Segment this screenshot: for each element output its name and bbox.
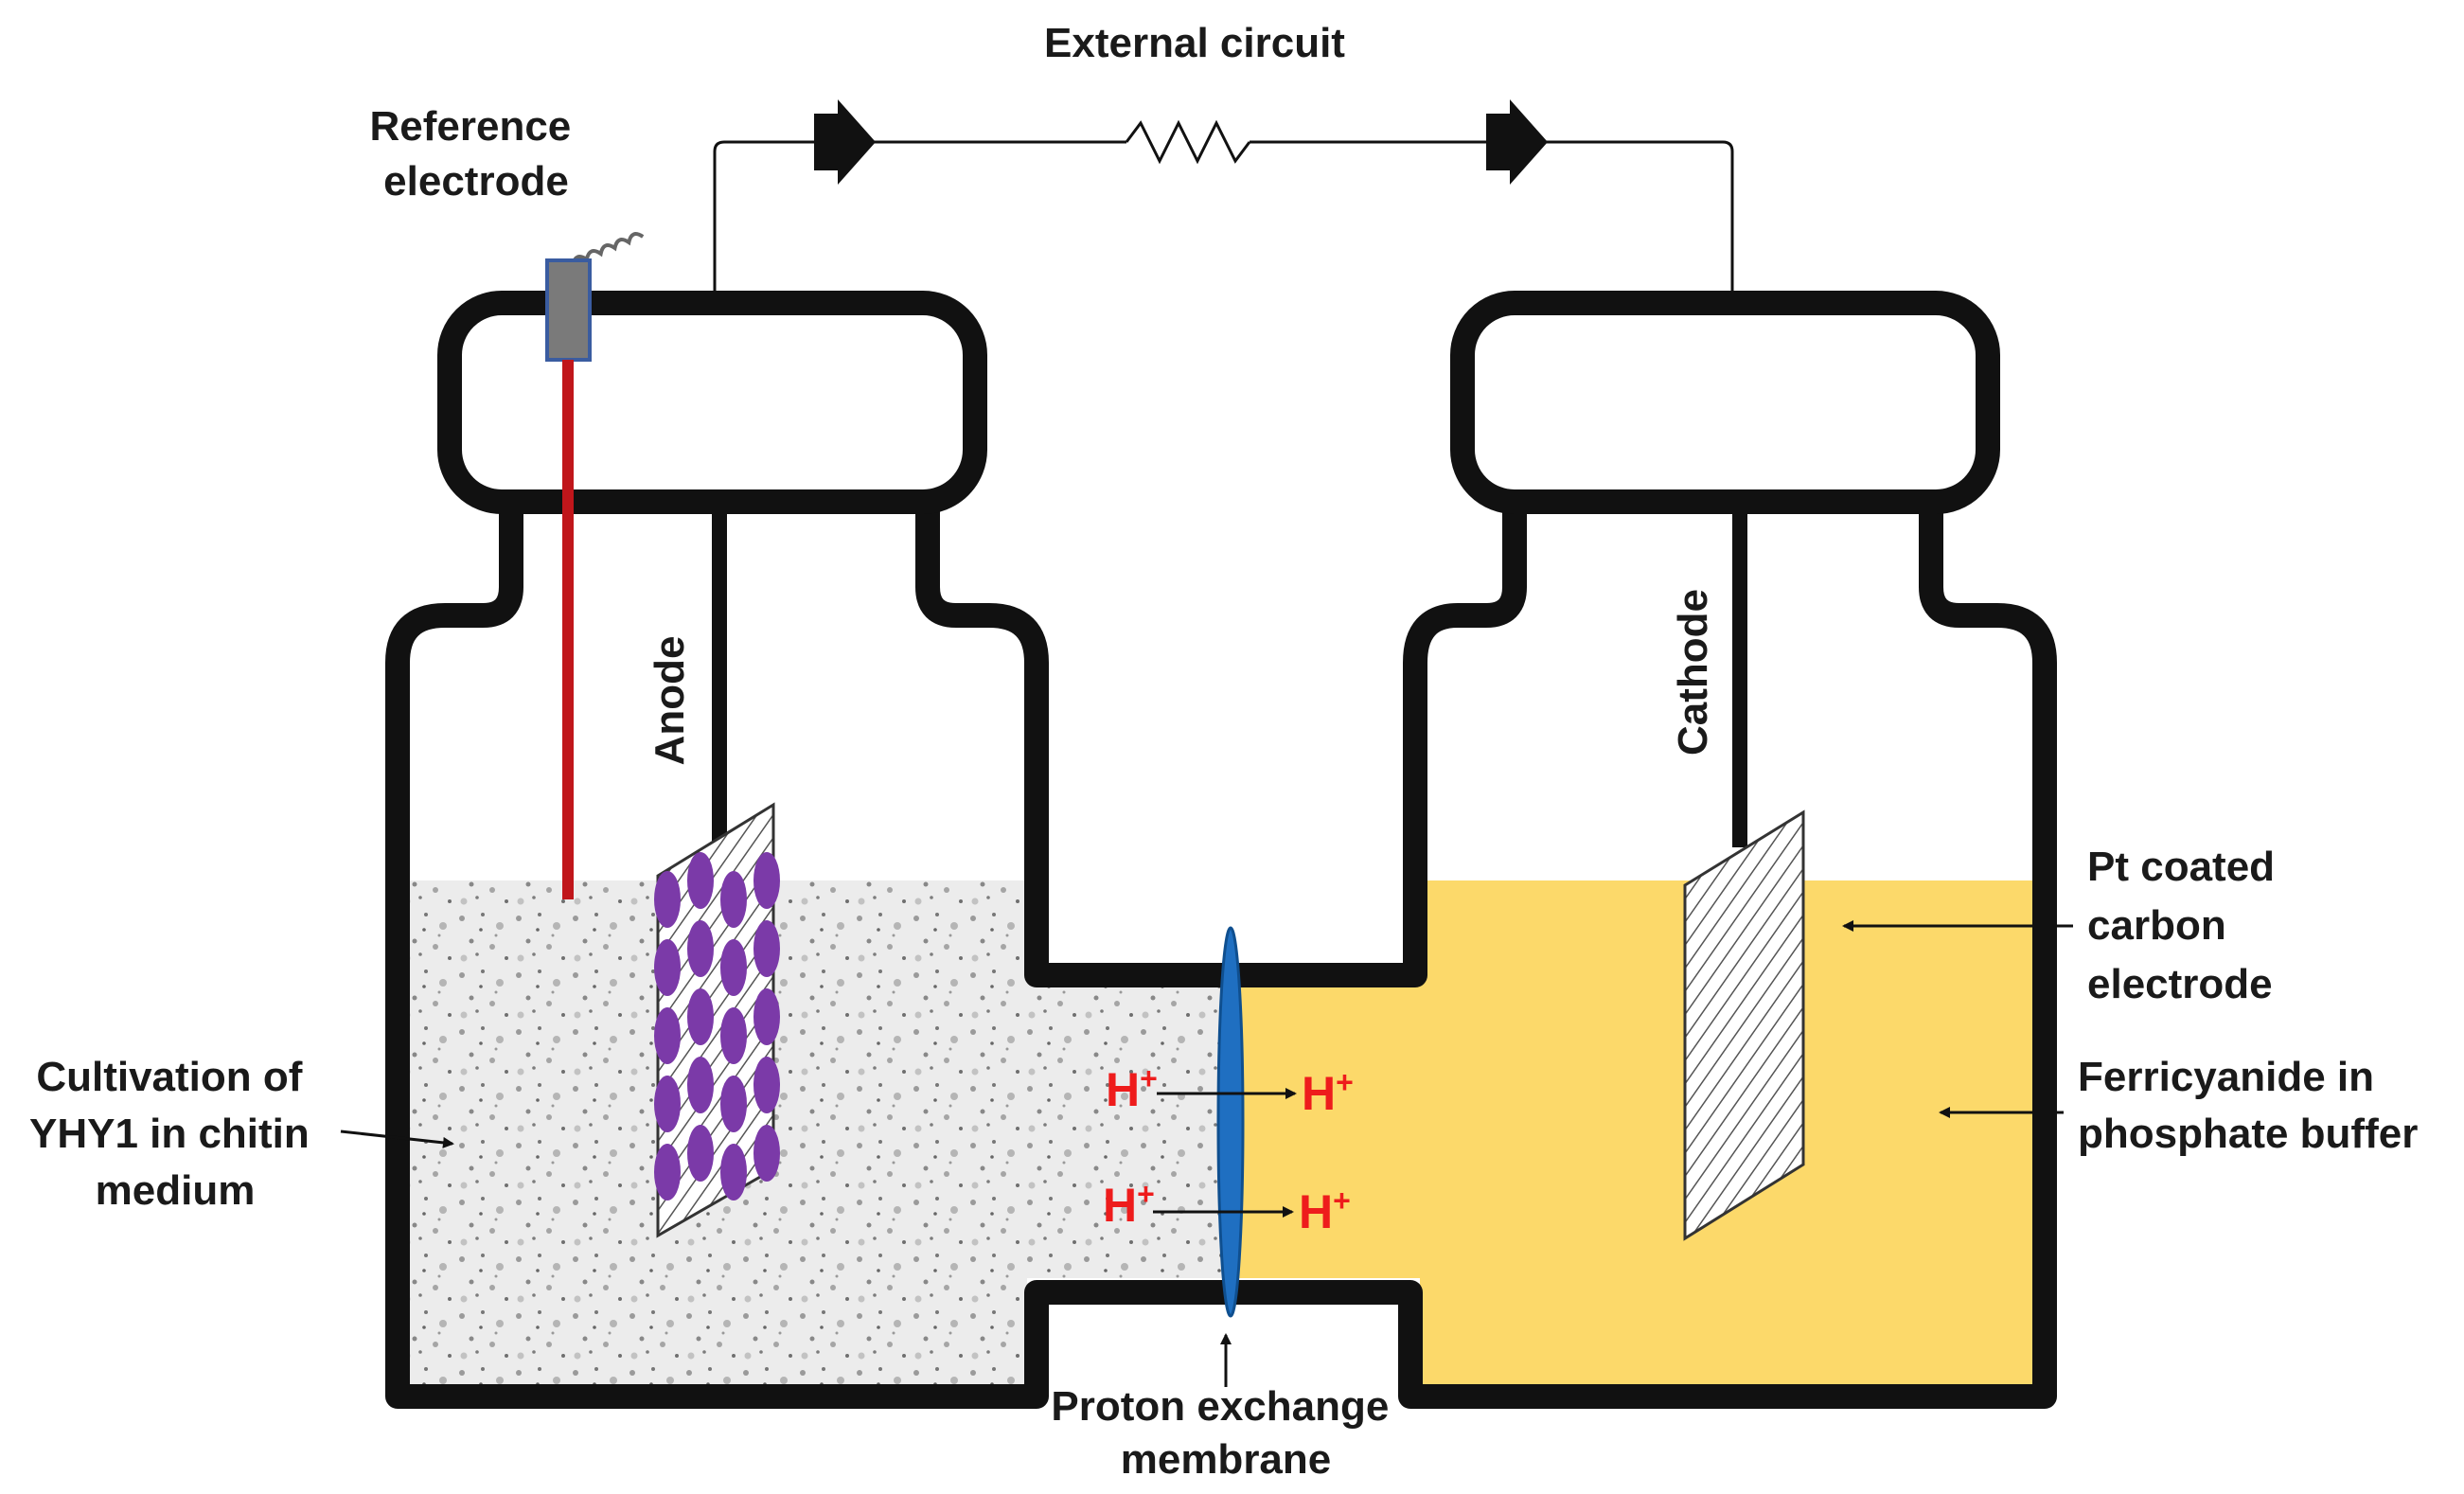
external-circuit-wire bbox=[713, 119, 1734, 293]
bacterium-cell bbox=[753, 988, 780, 1045]
ion-label-left: H+ bbox=[1103, 1177, 1155, 1232]
pointer-arrow-icon bbox=[340, 1129, 454, 1148]
reference-electrode-cap bbox=[545, 258, 592, 362]
cathode-cap bbox=[1450, 291, 2000, 514]
bacterium-cell bbox=[720, 1007, 747, 1064]
proton-exchange-membrane bbox=[1216, 926, 1245, 1318]
bacterium-cell bbox=[720, 939, 747, 996]
bacterium-cell bbox=[687, 920, 714, 977]
anode-label: Anode bbox=[647, 636, 693, 766]
bacterium-cell bbox=[753, 1125, 780, 1182]
bacterium-cell bbox=[654, 1007, 681, 1064]
ion-label-right: H+ bbox=[1302, 1065, 1354, 1120]
cathode-plate bbox=[1683, 809, 1805, 1241]
membrane-label: Proton exchange membrane bbox=[1051, 1383, 1400, 1483]
catholyte-label: Ferricyanide in phosphate buffer bbox=[2078, 1054, 2418, 1157]
bacterium-cell bbox=[753, 1057, 780, 1113]
anolyte-liquid bbox=[407, 880, 1231, 1401]
bacteria-cluster bbox=[654, 852, 780, 1201]
resistor-icon bbox=[1125, 119, 1251, 165]
flow-arrow-icon bbox=[814, 99, 876, 185]
bacterium-cell bbox=[687, 988, 714, 1045]
proton-migration-top: H+ H+ bbox=[1106, 1061, 1354, 1120]
bacterium-cell bbox=[753, 852, 780, 909]
bacterium-cell bbox=[687, 1125, 714, 1182]
catholyte-liquid bbox=[1231, 880, 2035, 1401]
bacterium-cell bbox=[654, 871, 681, 928]
catholyte-channel bbox=[1231, 975, 1439, 1278]
bacterium-cell bbox=[654, 939, 681, 996]
proton-migration-bottom: H+ H+ bbox=[1103, 1177, 1351, 1238]
anode-cap bbox=[437, 291, 987, 514]
external-circuit-label: External circuit bbox=[1044, 20, 1345, 66]
ion-label-left: H+ bbox=[1106, 1061, 1158, 1116]
bacterium-cell bbox=[720, 1076, 747, 1132]
ion-label-right: H+ bbox=[1299, 1183, 1351, 1238]
reference-lead bbox=[571, 232, 645, 266]
reference-electrode-label: Reference electrode bbox=[369, 103, 582, 205]
cathode-label: Cathode bbox=[1670, 589, 1716, 756]
bacterium-cell bbox=[687, 1057, 714, 1113]
bacterium-cell bbox=[720, 1144, 747, 1201]
flow-arrow-icon bbox=[1486, 99, 1548, 185]
bacterium-cell bbox=[720, 871, 747, 928]
anolyte-label: Cultivation of YHY1 in chitin medium bbox=[29, 1054, 321, 1214]
bacterium-cell bbox=[687, 852, 714, 909]
bacterium-cell bbox=[753, 920, 780, 977]
bacterium-cell bbox=[654, 1076, 681, 1132]
pt-electrode-label: Pt coated carbon electrode bbox=[2087, 844, 2286, 1007]
bacterium-cell bbox=[654, 1144, 681, 1201]
